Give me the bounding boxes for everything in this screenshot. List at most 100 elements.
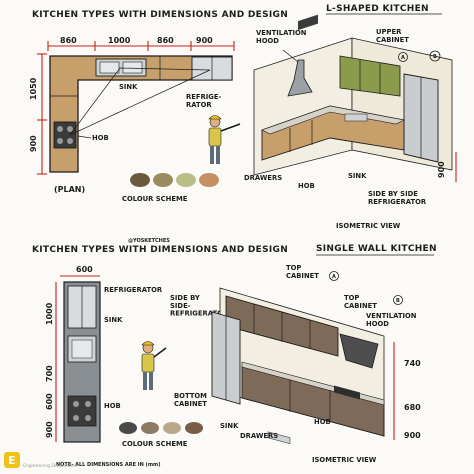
top-title: KITCHEN TYPES WITH DIMENSIONS AND DESIGN [32,10,288,20]
top-colour-scheme-label: COLOUR SCHEME [122,195,188,203]
burner [73,415,79,421]
worker-leg [149,372,153,390]
work-triangle [69,67,211,136]
hood-leader [282,49,299,63]
plan-dim-700: 700 [45,365,54,382]
iso-sink-label: SINK [348,172,367,180]
burner [73,401,79,407]
top-colour-swatches [130,173,219,187]
plan-refrigerator-label: REFRIGERATOR [104,286,163,294]
iso-dim-740: 740 [404,359,421,368]
hob-leader [77,135,92,139]
plan-hob-label: HOB [104,402,121,410]
worker-shirt [141,353,155,373]
swatch [199,173,219,187]
single-wall-plan: 600 1000 700 600 900 [45,265,101,443]
hard-hat [141,341,155,346]
iso-sink [267,431,291,445]
swatch [176,173,196,187]
iso-dim-680: 680 [404,403,421,412]
bottom-title: KITCHEN TYPES WITH DIMENSIONS AND DESIGN [32,245,288,255]
iso-upper-cabinet [339,55,401,97]
top-dim-860-b: 860 [157,36,174,45]
swatch [185,422,203,434]
plan-caption: (PLAN) [54,185,85,194]
left-dim-900: 900 [29,135,38,152]
iso-ventilation-hood [339,333,379,369]
watermark-logo [4,452,20,468]
top-dim-860-a: 860 [60,36,77,45]
watermark: E Engineering Discoveries [4,452,78,469]
swatch [153,173,173,187]
plan-hob [53,121,77,149]
plan-dim-600: 600 [45,393,54,410]
bottom-heading: SINGLE WALL KITCHEN [316,244,437,254]
l-shaped-plan [49,55,233,173]
iso-ventilation-hood [287,59,313,97]
iso-drawers-label: DRAWERS [240,432,278,440]
swatch [163,422,181,434]
watermark-text: Engineering Discoveries [23,463,78,469]
swatch [119,422,137,434]
worker-arm [153,347,167,358]
swatch [141,422,159,434]
plan-dim-600: 600 [76,265,93,274]
worker-shirt [208,127,222,147]
iso-drawers-label: DRAWERS [244,174,282,182]
iso-dim-900: 900 [437,161,446,178]
badge-b [429,50,441,62]
bottom-colour-swatches [119,422,203,434]
plan-hob [67,395,97,427]
worker-arm [220,123,241,132]
watermark-letter: E [8,454,16,467]
top-dim-900: 900 [196,36,213,45]
bottom-tiny-caption: @YOSKETCHES [128,238,170,244]
sink-bowl [99,61,120,74]
burner [67,126,73,132]
burner [57,126,63,132]
iso-hob [334,385,360,400]
bottom-isometric-caption: ISOMETRIC VIEW [312,456,377,464]
bottom-isometric-view [211,287,395,445]
bottom-colour-scheme-label: COLOUR SCHEME [122,440,188,448]
burner [85,415,91,421]
dimensions-note: NOTE- ALL DIMENSIONS ARE IN (mm) [56,462,161,468]
badge-b [393,295,403,305]
badge-a-text: A [401,55,405,61]
iso-hob-label: HOB [298,182,315,190]
plan-sink-label: SINK [104,316,123,324]
top-dim-1000: 1000 [108,36,131,45]
worker-figure [141,341,167,390]
worker-leg [216,146,220,164]
top-isometric-view [253,14,453,176]
left-dim-1050: 1050 [29,77,38,100]
plan-dim-900: 900 [45,421,54,438]
iso-countertop [261,105,405,135]
iso-dim-900: 900 [404,431,421,440]
hard-hat [208,115,222,120]
sink-bowl [122,61,143,74]
badge-a [329,271,339,281]
plan-hob-label: HOB [92,134,109,142]
worker-leg [210,146,214,164]
iso-sink-label: SINK [220,422,239,430]
sink-bowl [71,339,93,359]
plan-dim-1000: 1000 [45,302,54,325]
burner [57,138,63,144]
iso-hob [298,14,318,31]
plan-refrigerator-label: REFRIGE-RATOR [186,93,222,109]
plan-sink-label: SINK [119,83,138,91]
badge-b-text: B [396,298,400,304]
top-plan-dimensions: 860 1000 860 900 1050 900 [29,36,235,175]
badge-a [398,52,408,62]
burner [67,138,73,144]
iso-sink [344,113,368,122]
swatch [130,173,150,187]
